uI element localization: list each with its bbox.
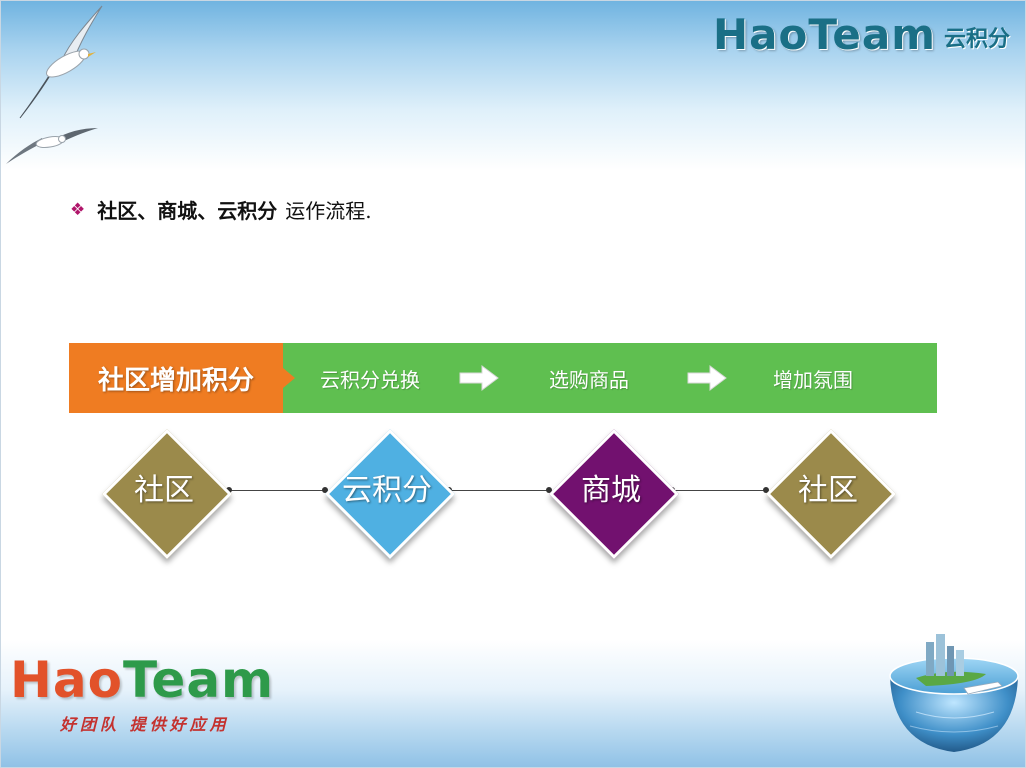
connector-dot [763,487,769,493]
brand-header: HaoTeam 云积分 [713,14,1010,56]
flow-node-mall: 商城 [548,428,680,560]
flow-node-cloud-points: 云积分 [324,428,456,560]
connector-dot [546,487,552,493]
city-globe-icon [889,634,1019,752]
right-arrow-icon [459,365,499,391]
flow-node-label: 社区 [134,472,194,508]
brand-footer-hao: Hao [10,651,123,709]
right-arrow-icon [687,365,727,391]
brand-subtitle: 云积分 [943,27,1010,52]
flow-node-community: 社区 [101,428,233,560]
process-step-2: 选购商品 [549,367,629,392]
seagull-large-icon [19,5,103,119]
seagull-small-icon [6,128,98,164]
process-bar: 社区增加积分 云积分兑换 选购商品 增加氛围 [69,343,937,413]
diamond-bullet-icon: ❖ [70,199,86,220]
brand-footer-team: Team [122,651,275,709]
flow-node-label: 云积分 [342,472,432,508]
process-step-3: 增加氛围 [773,367,853,392]
process-highlight-label: 社区增加积分 [97,365,254,396]
process-step-1: 云积分兑换 [320,367,420,392]
brand-footer-wordmark: HaoTeam [10,655,274,705]
brand-footer: HaoTeam 好团队 提供好应用 [10,655,274,735]
bullet-line: ❖ 社区、商城、云积分 运作流程. [70,195,372,224]
brand-wordmark: HaoTeam [712,10,936,59]
connector-line [449,490,549,491]
connector-line [672,490,766,491]
process-highlight-pointer [283,368,295,388]
connector-line [229,490,325,491]
bullet-strong-text: 社区、商城、云积分 [97,199,278,223]
connector-dot [322,487,328,493]
process-highlight-box: 社区增加积分 [69,343,283,413]
bullet-rest-text: 运作流程. [285,199,372,223]
flow-node-label: 商城 [581,472,641,508]
flow-node-label: 社区 [798,472,858,508]
flow-node-community: 社区 [765,428,897,560]
brand-footer-slogan: 好团队 提供好应用 [60,715,230,734]
